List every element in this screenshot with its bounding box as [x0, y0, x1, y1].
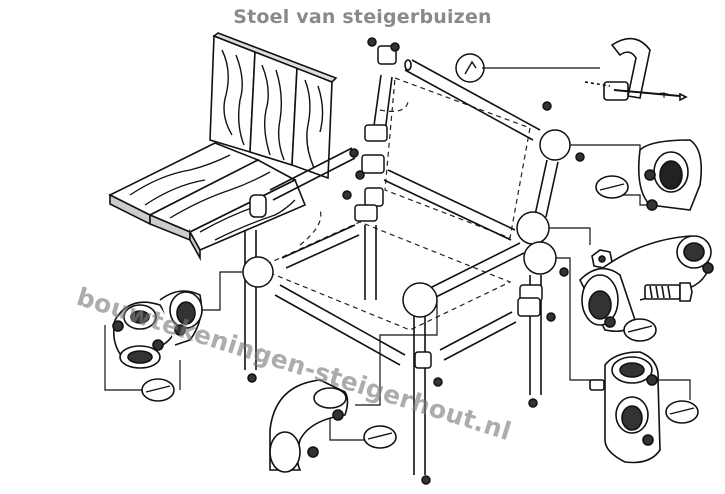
tube-seat-cross — [281, 224, 360, 269]
tee-clamp-detail — [595, 139, 703, 211]
tube-seat-front-left-leg — [244, 230, 257, 370]
detail-circle-right-mid — [523, 241, 557, 275]
tube-back-top — [404, 59, 541, 141]
tube-seat-right — [429, 242, 525, 299]
double-elbow-detail — [112, 290, 203, 402]
page-title: Stoel van steigerbuizen — [233, 6, 492, 28]
frame-clamps — [247, 37, 585, 485]
tube-front-right-leg — [413, 310, 426, 475]
tube-mid-leg — [364, 225, 377, 300]
backrest-planks — [209, 32, 338, 180]
tube-arm-left — [269, 147, 356, 201]
tube-lower-right — [439, 311, 517, 361]
cross-clamp-detail — [589, 351, 699, 464]
detail-circle-back-right — [516, 211, 550, 245]
tube-seat-side — [383, 169, 516, 241]
u-bracket-with-screw — [584, 37, 688, 102]
detail-circle-back-top — [539, 129, 571, 161]
scaffold-tubes — [244, 59, 559, 475]
tube-back-right-upright — [534, 159, 559, 218]
tube-seat-front — [274, 284, 406, 366]
detail-circle-seat-left — [242, 256, 274, 288]
detail-circle-front-right — [402, 282, 438, 318]
elbow-clamp-detail — [269, 379, 397, 473]
nut-bolt-clamp-detail — [579, 235, 714, 342]
leader-lines — [104, 67, 691, 441]
